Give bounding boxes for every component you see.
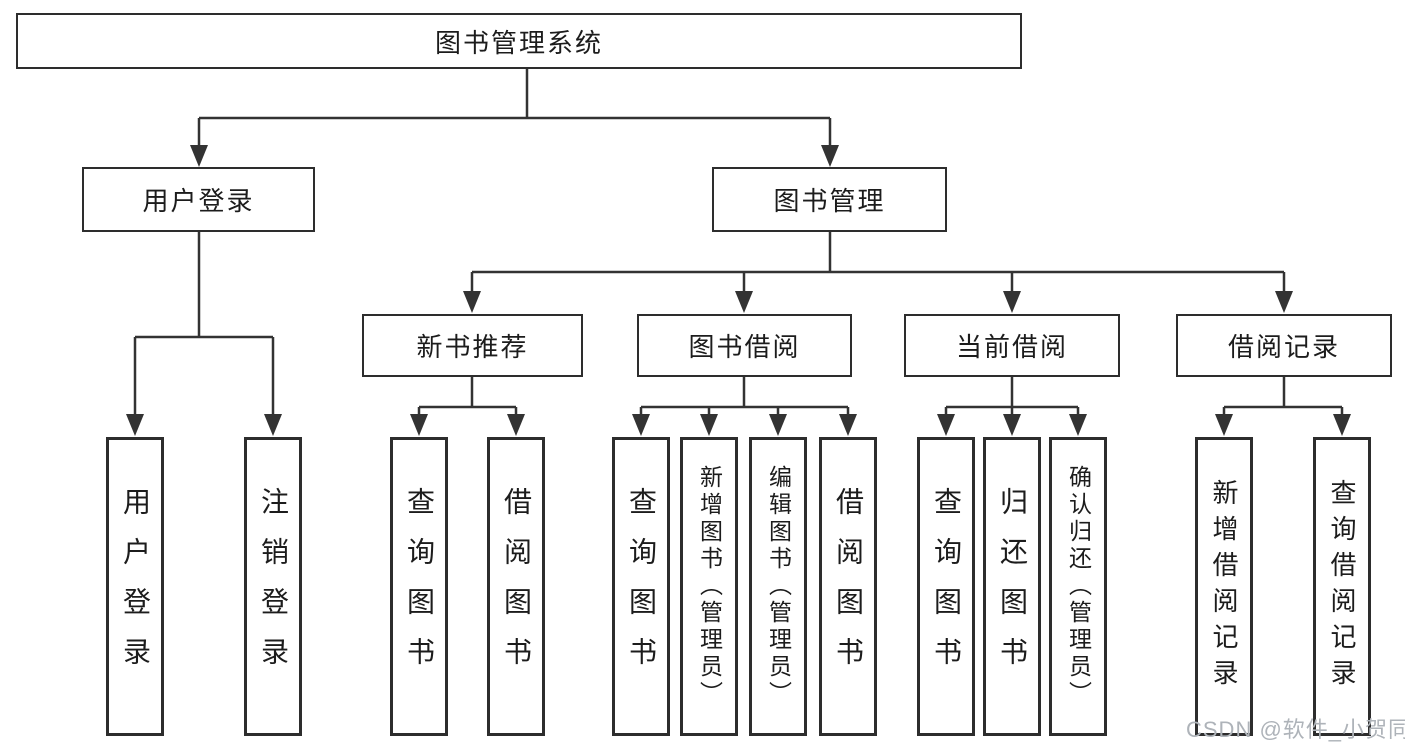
leaf-current-confirm-return-admin: 确认归还（管理员） — [1049, 437, 1107, 736]
leaf-borrowing-add-books-admin-label: 新增图书（管理员） — [696, 465, 723, 708]
leaf-borrowing-borrow-books: 借阅图书 — [819, 437, 877, 736]
leaf-borrowing-edit-books-admin: 编辑图书（管理员） — [749, 437, 807, 736]
node-new-book-recommend: 新书推荐 — [362, 314, 583, 377]
leaf-recommend-query-books-label: 查询图书 — [404, 486, 435, 687]
node-book-borrowing: 图书借阅 — [637, 314, 852, 377]
leaf-user-login-label: 用户登录 — [120, 486, 151, 687]
node-root: 图书管理系统 — [16, 13, 1022, 69]
leaf-recommend-borrow-books: 借阅图书 — [487, 437, 545, 736]
leaf-current-return-books-label: 归还图书 — [997, 486, 1028, 687]
node-root-label: 图书管理系统 — [434, 27, 603, 58]
leaf-current-query-books: 查询图书 — [917, 437, 975, 736]
node-user-login: 用户登录 — [82, 167, 315, 232]
node-borrow-records-label: 借阅记录 — [1227, 332, 1340, 362]
leaf-records-add-borrow-record-label: 新增借阅记录 — [1209, 478, 1239, 695]
leaf-logout-label: 注销登录 — [258, 486, 289, 687]
node-book-management: 图书管理 — [712, 167, 947, 232]
node-borrow-records: 借阅记录 — [1176, 314, 1392, 377]
node-book-borrowing-label: 图书借阅 — [688, 332, 801, 362]
leaf-borrowing-query-books-label: 查询图书 — [626, 486, 657, 687]
leaf-current-confirm-return-admin-label: 确认归还（管理员） — [1065, 465, 1092, 708]
leaf-records-add-borrow-record: 新增借阅记录 — [1195, 437, 1253, 736]
leaf-records-query-borrow-record: 查询借阅记录 — [1313, 437, 1371, 736]
node-current-borrowing: 当前借阅 — [904, 314, 1120, 377]
leaf-borrowing-query-books: 查询图书 — [612, 437, 670, 736]
node-user-login-label: 用户登录 — [142, 186, 255, 216]
node-book-management-label: 图书管理 — [773, 186, 886, 216]
leaf-recommend-query-books: 查询图书 — [390, 437, 448, 736]
leaf-records-query-borrow-record-label: 查询借阅记录 — [1327, 478, 1357, 695]
node-new-book-recommend-label: 新书推荐 — [416, 332, 529, 362]
leaf-borrowing-borrow-books-label: 借阅图书 — [833, 486, 864, 687]
leaf-recommend-borrow-books-label: 借阅图书 — [501, 486, 532, 687]
leaf-logout: 注销登录 — [244, 437, 302, 736]
leaf-borrowing-add-books-admin: 新增图书（管理员） — [680, 437, 738, 736]
leaf-current-query-books-label: 查询图书 — [931, 486, 962, 687]
node-current-borrowing-label: 当前借阅 — [955, 332, 1068, 362]
leaf-current-return-books: 归还图书 — [983, 437, 1041, 736]
csdn-watermark: CSDN @软件_小贺同学 — [1186, 717, 1405, 742]
leaf-borrowing-edit-books-admin-label: 编辑图书（管理员） — [765, 465, 792, 708]
leaf-user-login: 用户登录 — [106, 437, 164, 736]
